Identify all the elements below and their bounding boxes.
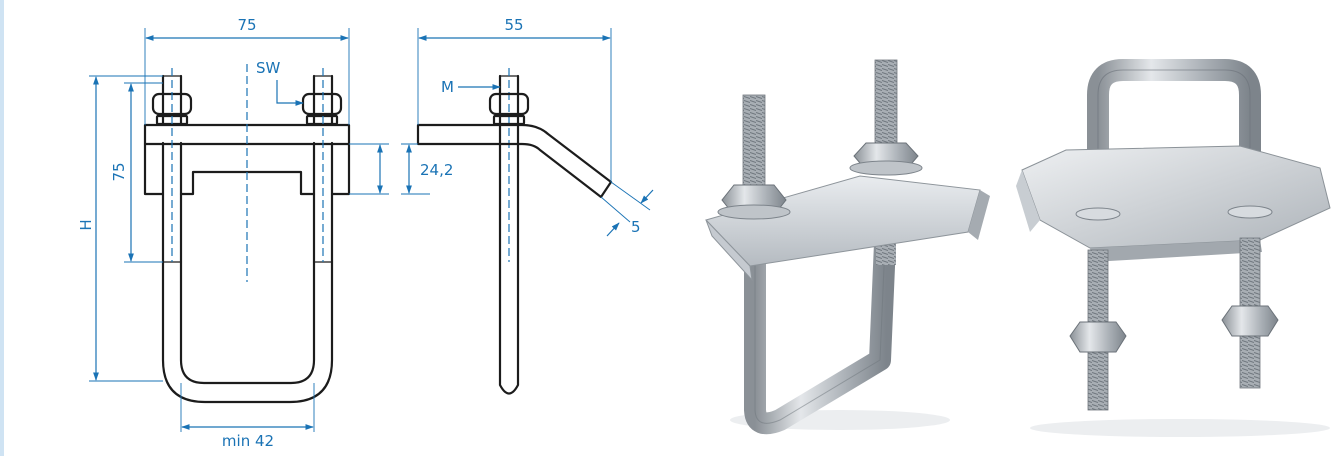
dim-height-label: H [77,219,95,230]
u-bolt-outer [161,260,334,404]
wrench-size-label: SW [256,59,281,77]
dim-bolt-height-label: 75 [110,162,128,181]
thread-size-label: M [441,78,454,96]
front-view: 75 75 H SW min 42 [77,16,389,450]
product-photo-square-clamp [1016,59,1331,437]
side-bolt [498,74,520,395]
dim-plate-height-label: 24,2 [420,161,453,179]
side-nut [488,92,530,116]
u-bolt-inner [179,260,316,385]
dim-width-label: 75 [237,16,256,34]
dim-thickness-label: 5 [631,218,641,236]
product-photo-clamp [705,59,990,435]
side-view: 55 M 24,2 5 [401,16,654,395]
nut-right [301,92,343,116]
dim-depth-label: 55 [504,16,523,34]
dim-inner-width-label: min 42 [222,432,274,450]
left-margin-rule [0,0,4,456]
